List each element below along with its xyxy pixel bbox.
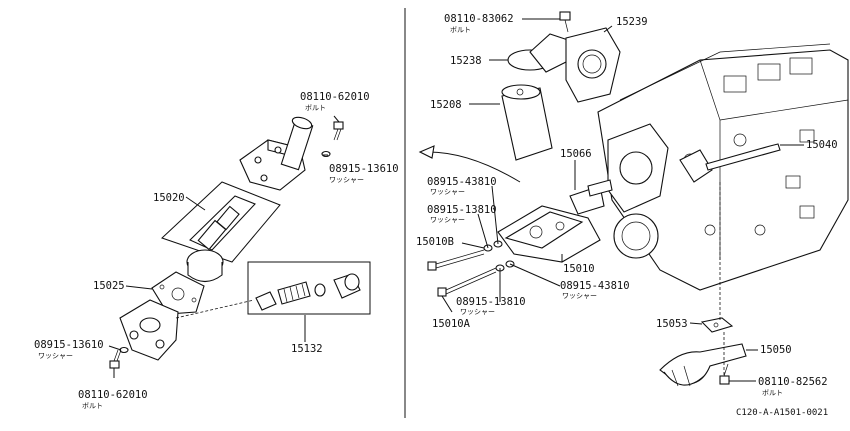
label-cooler-pipe: 15066	[560, 148, 592, 160]
label-washer-a-jp: ワッシャー	[430, 188, 465, 196]
label-filter-cover: 15238	[450, 55, 482, 67]
label-pump-assy: 15020	[153, 192, 185, 204]
oil-pump-drawing	[497, 179, 613, 263]
label-bolt-strainer-jp: ボルト	[762, 389, 783, 397]
label-washer-b-number: 08915-13810	[427, 204, 497, 216]
label-relief-valve-kit: 15132	[291, 343, 323, 355]
bolt-b-drawing	[427, 249, 485, 271]
label-bolt-bottom-jp: ボルト	[82, 402, 103, 410]
pump-cover-drawing	[119, 299, 179, 361]
washer-top-drawing	[321, 150, 331, 158]
filter-element-drawing	[501, 84, 553, 161]
left-panel: 08110-62010 ボルト 08915-13610 ワッシャー 15020 …	[34, 91, 399, 410]
engine-block-drawing	[597, 43, 849, 291]
relief-valve-kit-drawing	[247, 261, 371, 315]
label-washer-d-number: 08915-13810	[456, 296, 526, 308]
strainer-drawing	[659, 343, 747, 387]
bolt-top-right-drawing	[559, 11, 571, 33]
label-washer-c-jp: ワッシャー	[562, 292, 597, 300]
label-bolt-top-right-jp: ボルト	[450, 26, 471, 34]
figure-code: C120-A-A1501-0021	[736, 408, 828, 418]
label-gasket: 15025	[93, 280, 125, 292]
label-gasket-strainer: 15053	[656, 318, 688, 330]
label-washer-left-jp: ワッシャー	[38, 352, 73, 360]
label-bolt-b: 15010B	[416, 236, 454, 248]
label-washer-c-number: 08915-43810	[560, 280, 630, 292]
label-bracket: 15239	[616, 16, 648, 28]
gasket-strainer-drawing	[700, 317, 734, 333]
label-washer-a-number: 08915-43810	[427, 176, 497, 188]
label-washer-left-number: 08915-13610	[34, 339, 104, 351]
label-filter-element: 15208	[430, 99, 462, 111]
bolt-strainer-drawing	[719, 363, 730, 385]
pump-internal-box	[161, 181, 281, 283]
label-bolt-strainer-number: 08110-82562	[758, 376, 828, 388]
bolt-a-drawing	[437, 267, 497, 297]
label-washer-b-jp: ワッシャー	[430, 216, 465, 224]
label-oil-pump: 15010	[563, 263, 595, 275]
label-washer-d-jp: ワッシャー	[460, 308, 495, 316]
label-washer-right-jp: ワッシャー	[329, 176, 364, 184]
label-dipstick: 15040	[806, 139, 838, 151]
pump-housing-drawing	[239, 116, 314, 191]
filter-cover-drawing	[507, 33, 569, 73]
bracket-drawing	[565, 27, 621, 103]
direction-arrow	[427, 151, 521, 183]
label-bolt-top-jp: ボルト	[305, 104, 326, 112]
label-strainer: 15050	[760, 344, 792, 356]
bolt-top-drawing	[333, 121, 344, 141]
label-bolt-top-right-number: 08110-83062	[444, 13, 514, 25]
washer-bottom-drawing	[119, 346, 129, 354]
bolt-bottom-drawing	[109, 349, 122, 369]
label-bolt-bottom-number: 08110-62010	[78, 389, 148, 401]
label-bolt-top-number: 08110-62010	[300, 91, 370, 103]
right-panel: 08110-83062 ボルト 15239 15238 15208 15066 …	[416, 11, 849, 418]
dipstick-drawing	[705, 143, 781, 171]
label-bolt-a: 15010A	[432, 318, 471, 330]
label-washer-right-number: 08915-13610	[329, 163, 399, 175]
